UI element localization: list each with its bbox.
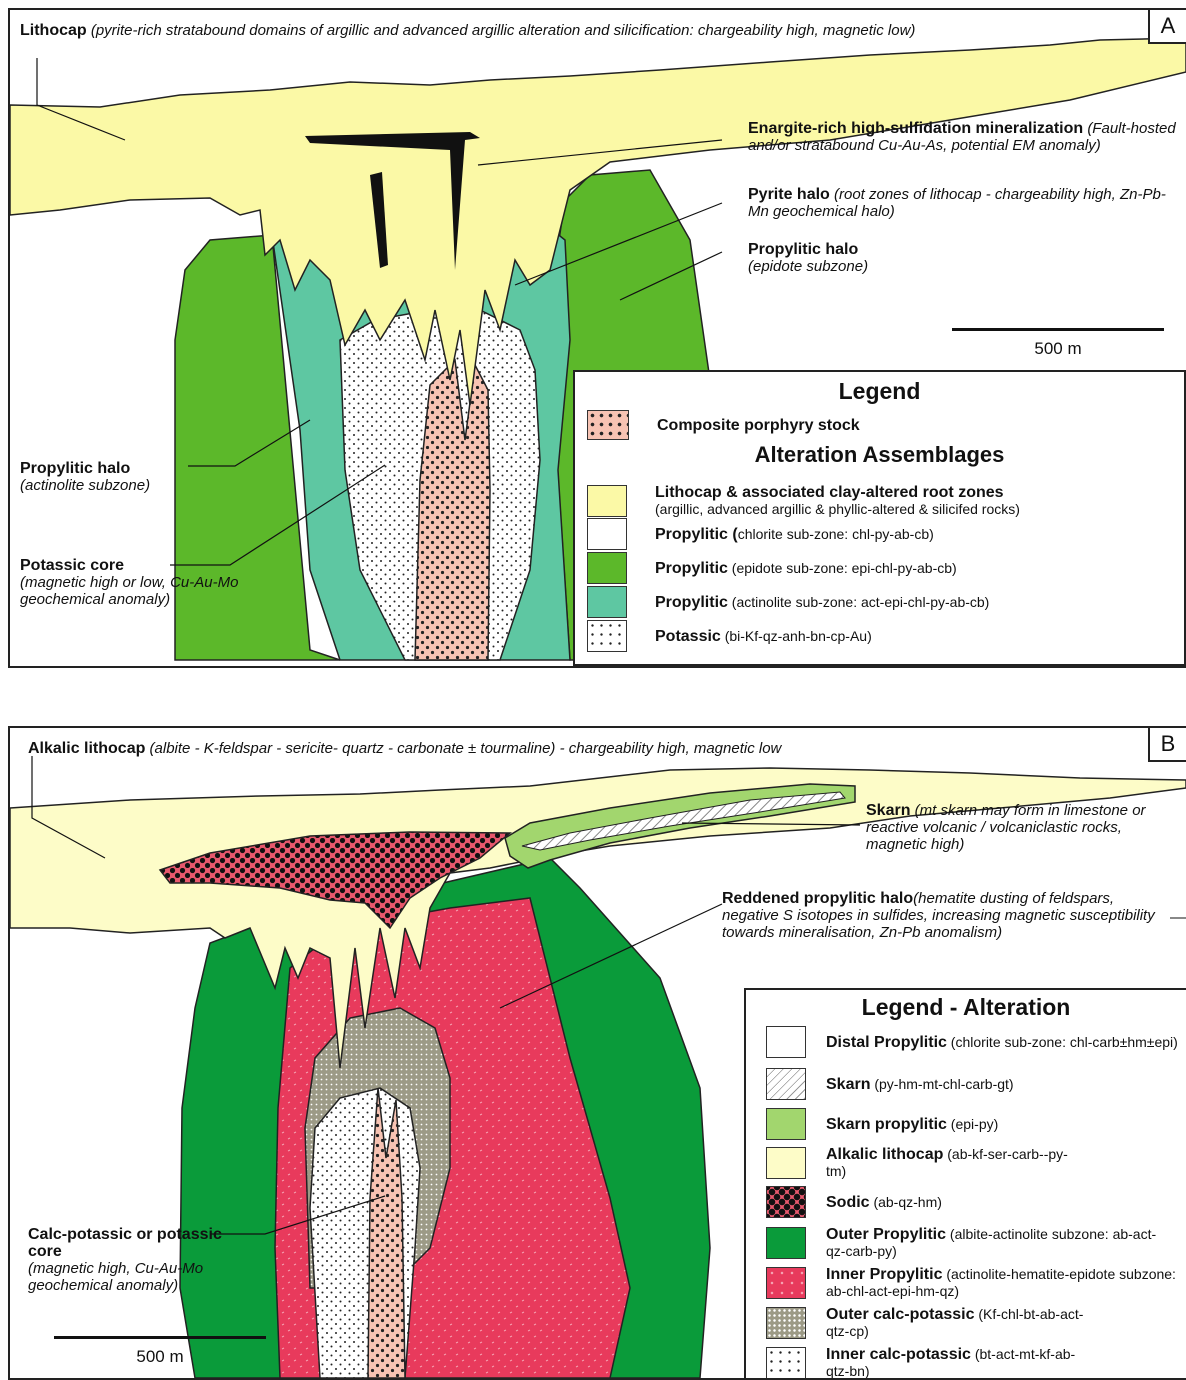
outer-propylitic-swatch: [766, 1227, 806, 1259]
lithocap-title: Lithocap: [20, 22, 87, 39]
scale-bar-label: 500 m: [952, 339, 1164, 359]
legend-a: Legend Composite porphyry stock Alterati…: [573, 370, 1186, 666]
legend-a-title: Legend: [575, 378, 1184, 405]
alkalic-lithocap-tail: - chargeability high, magnetic low: [555, 740, 781, 757]
lithocap-desc: (pyrite-rich stratabound domains of argi…: [91, 22, 916, 39]
legend-a-item-2-name: Propylitic (: [655, 526, 738, 543]
alkalic-lithocap-title: Alkalic lithocap: [28, 740, 145, 757]
legend-a-item-4: Propylitic (actinolite sub-zone: act-epi…: [587, 586, 989, 618]
legend-b-item-9: Inner calc-potassic (bt-act-mt-kf-ab-qtz…: [766, 1346, 1086, 1379]
panel-b: B Alkalic lithocap (albite - K-feldspar …: [8, 726, 1186, 1380]
legend-b-item-2: Skarn (py-hm-mt-chl-carb-gt): [766, 1068, 1014, 1100]
alkalic-lithocap-swatch: [766, 1147, 806, 1179]
propylitic-actinolite-swatch: [587, 586, 627, 618]
lithocap-label: Lithocap (pyrite-rich stratabound domain…: [20, 22, 940, 39]
legend-b-item-8-name: Outer calc-potassic: [826, 1306, 975, 1323]
legend-b-item-6-name: Outer Propylitic: [826, 1226, 946, 1243]
propylitic-epidote-swatch: [587, 552, 627, 584]
skarn-propylitic-swatch: [766, 1108, 806, 1140]
legend-b-item-5-name: Sodic: [826, 1194, 870, 1211]
panel-a-tag: A: [1148, 10, 1186, 44]
propylitic-actinolite-desc: (actinolite subzone): [20, 477, 150, 494]
legend-a-item-1-name: Lithocap & associated clay-altered root …: [655, 484, 1004, 501]
scale-bar-b-label: 500 m: [54, 1347, 266, 1367]
legend-a-item-3: Propylitic (epidote sub-zone: epi-chl-py…: [587, 552, 957, 584]
scale-bar-b: 500 m: [54, 1336, 266, 1367]
propylitic-chlorite-swatch: [587, 518, 627, 550]
outer-calc-potassic-swatch: [766, 1307, 806, 1339]
legend-a-item-2: Propylitic (chlorite sub-zone: chl-py-ab…: [587, 518, 934, 550]
legend-a-item-4-desc: (actinolite sub-zone: act-epi-chl-py-ab-…: [728, 594, 989, 610]
legend-b-item-3-name: Skarn propylitic: [826, 1116, 947, 1133]
legend-a-item-5-name: Potassic: [655, 628, 721, 645]
inner-calc-potassic-swatch: [766, 1347, 806, 1379]
legend-a-item-5: Potassic (bi-Kf-qz-anh-bn-cp-Au): [587, 620, 872, 652]
legend-b-item-7-name: Inner Propylitic: [826, 1266, 942, 1283]
enargite-label: Enargite-rich high-sulfidation mineraliz…: [748, 120, 1178, 154]
legend-b-item-9-name: Inner calc-potassic: [826, 1346, 971, 1363]
alkalic-lithocap-desc: (albite - K-feldspar - sericite- quartz …: [145, 740, 555, 757]
alkalic-lithocap-label: Alkalic lithocap (albite - K-feldspar - …: [28, 740, 1128, 757]
inner-propylitic-swatch: [766, 1267, 806, 1299]
legend-b-item-1: Distal Propylitic (chlorite sub-zone: ch…: [766, 1026, 1186, 1058]
stock-swatch: [587, 410, 629, 440]
potassic-core-title: Potassic core: [20, 557, 124, 574]
potassic-swatch: [587, 620, 627, 652]
legend-a-item-4-name: Propylitic: [655, 594, 728, 611]
pyrite-label: Pyrite halo (root zones of lithocap - ch…: [748, 186, 1178, 220]
scale-bar-b-line: [54, 1336, 266, 1339]
legend-b-title: Legend - Alteration: [746, 994, 1186, 1021]
legend-b-item-4: Alkalic lithocap (ab-kf-ser-carb--py-tm): [766, 1146, 1086, 1179]
legend-b-item-7: Inner Propylitic (actinolite-hematite-ep…: [766, 1266, 1186, 1299]
legend-b-item-4-name: Alkalic lithocap: [826, 1146, 943, 1163]
propylitic-actinolite-title: Propylitic halo: [20, 460, 130, 477]
reddened-title: Reddened propylitic halo: [722, 890, 913, 907]
skarn-swatch: [766, 1068, 806, 1100]
legend-b-item-5: Sodic (ab-qz-hm): [766, 1186, 942, 1218]
reddened-label: Reddened propylitic halo(hematite dustin…: [722, 890, 1162, 941]
legend-b: Legend - Alteration Distal Propylitic (c…: [744, 988, 1186, 1380]
legend-b-item-8: Outer calc-potassic (Kf-chl-bt-ab-act-qt…: [766, 1306, 1086, 1339]
propylitic-epidote-desc: (epidote subzone): [748, 258, 868, 275]
propylitic-epidote-title: Propylitic halo: [748, 241, 858, 258]
skarn-title: Skarn: [866, 802, 910, 819]
legend-a-item-5-desc: (bi-Kf-qz-anh-bn-cp-Au): [721, 628, 872, 644]
legend-b-item-3: Skarn propylitic (epi-py): [766, 1108, 998, 1140]
panel-a: A Lithocap (pyrite-rich stratabound doma…: [8, 8, 1186, 668]
legend-b-item-2-desc: (py-hm-mt-chl-carb-gt): [870, 1076, 1013, 1092]
calc-potassic-core-desc: (magnetic high, Cu-Au-Mo geochemical ano…: [28, 1260, 203, 1294]
propylitic-actinolite-label: Propylitic halo(actinolite subzone): [20, 460, 190, 494]
calc-potassic-core-title: Calc-potassic or potassic core: [28, 1226, 222, 1260]
legend-b-item-1-name: Distal Propylitic: [826, 1034, 947, 1051]
scale-bar-a: 500 m: [952, 328, 1164, 359]
legend-b-item-6: Outer Propylitic (albite-actinolite subz…: [766, 1226, 1166, 1259]
legend-a-subtitle: Alteration Assemblages: [575, 442, 1184, 468]
legend-a-item-1: Lithocap & associated clay-altered root …: [587, 484, 1020, 517]
legend-b-item-1-desc: (chlorite sub-zone: chl-carb±hm±epi): [947, 1034, 1178, 1050]
legend-b-item-3-desc: (epi-py): [947, 1116, 998, 1132]
legend-b-item-2-name: Skarn: [826, 1076, 870, 1093]
enargite-title: Enargite-rich high-sulfidation mineraliz…: [748, 120, 1083, 137]
legend-a-stock-row: Composite porphyry stock: [587, 410, 860, 440]
propylitic-epidote-label: Propylitic halo(epidote subzone): [748, 241, 948, 275]
legend-a-item-3-name: Propylitic: [655, 560, 728, 577]
lithocap-swatch: [587, 485, 627, 517]
potassic-core-desc: (magnetic high or low, Cu-Au-Mo geochemi…: [20, 574, 238, 608]
distal-propylitic-swatch: [766, 1026, 806, 1058]
pyrite-title: Pyrite halo: [748, 186, 830, 203]
calc-potassic-core-label: Calc-potassic or potassic core(magnetic …: [28, 1226, 258, 1294]
legend-a-item-2-desc: chlorite sub-zone: chl-py-ab-cb): [738, 526, 934, 542]
stock-label: Composite porphyry stock: [657, 417, 860, 434]
panel-b-tag: B: [1148, 728, 1186, 762]
skarn-label: Skarn (mt skarn may form in limestone or…: [866, 802, 1166, 853]
scale-bar-line: [952, 328, 1164, 331]
legend-a-item-1-desc: (argillic, advanced argillic & phyllic-a…: [655, 501, 1020, 517]
sodic-swatch: [766, 1186, 806, 1218]
potassic-core-label: Potassic core(magnetic high or low, Cu-A…: [20, 557, 240, 608]
legend-a-item-3-desc: (epidote sub-zone: epi-chl-py-ab-cb): [728, 560, 957, 576]
legend-b-item-5-desc: (ab-qz-hm): [870, 1194, 942, 1210]
